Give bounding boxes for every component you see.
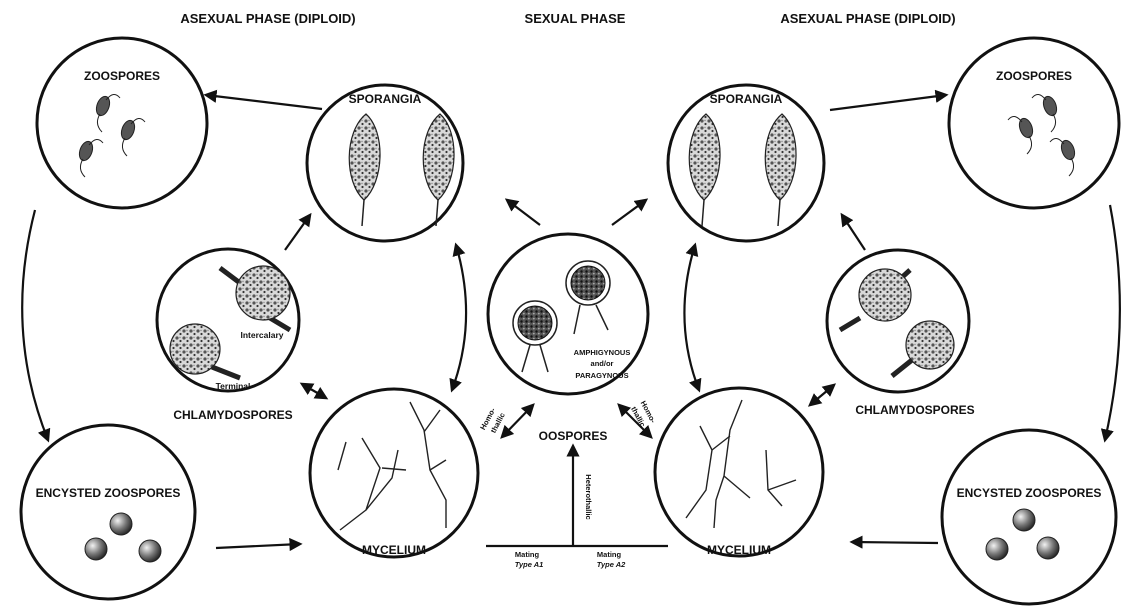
oospores-node: AMPHIGYNOUS and/or PARAGYNOUS xyxy=(488,234,648,394)
encysted-zoospores-node-right: ENCYSTED ZOOSPORES xyxy=(942,430,1116,604)
header-asexual-left: ASEXUAL PHASE (DIPLOID) xyxy=(180,11,355,26)
chlamydospores-node-left: Intercalary Terminal xyxy=(157,249,299,391)
heterothallic-label: Heterothallic xyxy=(584,474,593,519)
mating-a1-label-1: Mating xyxy=(515,550,540,559)
chlamydospores-label-left: CHLAMYDOSPORES xyxy=(173,408,292,422)
mycelium-node-right: MYCELIUM xyxy=(655,388,823,557)
terminal-label: Terminal xyxy=(216,381,251,391)
mating-a2-label-2: Type A2 xyxy=(597,560,626,569)
zoospores-node-right: ZOOSPORES xyxy=(949,38,1119,208)
amphigynous-label: AMPHIGYNOUS xyxy=(574,348,631,357)
zoospores-label-right: ZOOSPORES xyxy=(996,69,1072,83)
mycelium-label-right: MYCELIUM xyxy=(707,543,771,557)
sporangia-node-right: SPORANGIA xyxy=(668,85,824,241)
sporangia-label-left: SPORANGIA xyxy=(349,92,422,106)
paragynous-label: PARAGYNOUS xyxy=(575,371,628,380)
mating-a2-label-1: Mating xyxy=(597,550,622,559)
sporangia-node-left: SPORANGIA xyxy=(307,85,463,241)
mycelium-label-left: MYCELIUM xyxy=(362,543,426,557)
zoospores-node-left: ZOOSPORES xyxy=(37,38,207,208)
encysted-zoospores-label-left: ENCYSTED ZOOSPORES xyxy=(36,486,181,500)
intercalary-label: Intercalary xyxy=(241,330,284,340)
chlamydospores-label-right: CHLAMYDOSPORES xyxy=(855,403,974,417)
and-or-label: and/or xyxy=(591,359,614,368)
encysted-zoospores-node-left: ENCYSTED ZOOSPORES xyxy=(21,425,195,599)
mating-a1-label-2: Type A1 xyxy=(515,560,544,569)
sporangia-label-right: SPORANGIA xyxy=(710,92,783,106)
chlamydospores-node-right xyxy=(827,250,969,392)
header-sexual: SEXUAL PHASE xyxy=(525,11,626,26)
encysted-zoospores-label-right: ENCYSTED ZOOSPORES xyxy=(957,486,1102,500)
mycelium-node-left: MYCELIUM xyxy=(310,389,478,557)
header-asexual-right: ASEXUAL PHASE (DIPLOID) xyxy=(780,11,955,26)
oospores-label: OOSPORES xyxy=(539,429,608,443)
zoospores-label-left: ZOOSPORES xyxy=(84,69,160,83)
